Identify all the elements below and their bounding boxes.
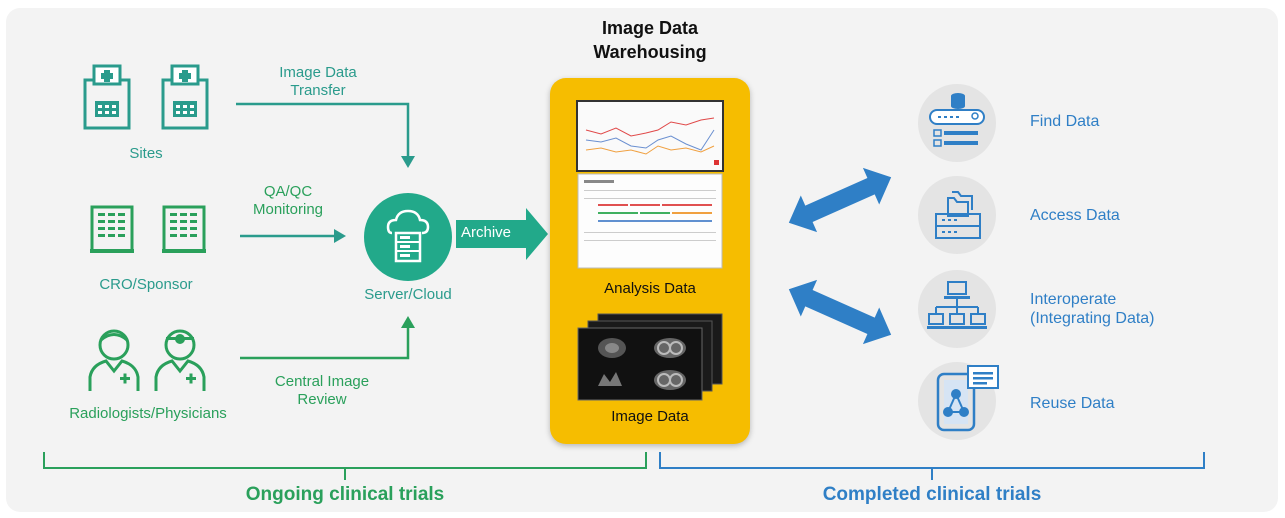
archive-arrow: [456, 208, 548, 260]
interoperate-label-line2: (Integrating Data): [1030, 310, 1155, 327]
image-data-label: Image Data: [611, 408, 689, 425]
doctor-icon: [88, 329, 140, 391]
doctor-icon: [154, 329, 206, 391]
analysis-table-thumbnail: [577, 173, 723, 269]
reuse-data-label: Reuse Data: [1030, 395, 1115, 412]
review-label-line1: Central Image: [274, 373, 370, 390]
hospital-icon: [161, 64, 209, 130]
qa-label-line1: QA/QC: [263, 183, 313, 200]
analysis-data-label: Analysis Data: [604, 280, 696, 297]
office-building-icon: [162, 205, 206, 253]
radiologists-label: Radiologists/Physicians: [69, 405, 227, 422]
server-folder-icon: [935, 191, 981, 239]
hospital-icon: [83, 64, 131, 130]
server-cloud-icon: [364, 193, 452, 281]
ongoing-trials-label: Ongoing clinical trials: [245, 484, 445, 505]
server-cloud-label: Server/Cloud: [364, 286, 452, 303]
find-data-label: Find Data: [1030, 113, 1100, 130]
warehouse-title-line2: Warehousing: [593, 42, 707, 62]
completed-trials-label: Completed clinical trials: [822, 484, 1042, 505]
transfer-label-line1: Image Data: [279, 64, 357, 81]
image-stack-thumbnail: [577, 313, 723, 401]
analysis-chart-thumbnail: [576, 100, 724, 172]
database-search-icon: [929, 93, 985, 147]
network-hierarchy-icon: [927, 281, 987, 329]
archive-label: Archive: [460, 224, 512, 241]
transfer-label-line2: Transfer: [290, 82, 346, 99]
office-building-icon: [90, 205, 134, 253]
warehouse-title-line1: Image Data: [601, 18, 699, 38]
interoperate-label-line1: Interoperate: [1030, 291, 1117, 308]
qa-label-line2: Monitoring: [252, 201, 324, 218]
review-label-line2: Review: [297, 391, 347, 408]
sites-label: Sites: [129, 145, 163, 162]
cro-sponsor-label: CRO/Sponsor: [99, 276, 193, 293]
access-data-label: Access Data: [1030, 207, 1120, 224]
tablet-share-icon: [936, 365, 999, 432]
